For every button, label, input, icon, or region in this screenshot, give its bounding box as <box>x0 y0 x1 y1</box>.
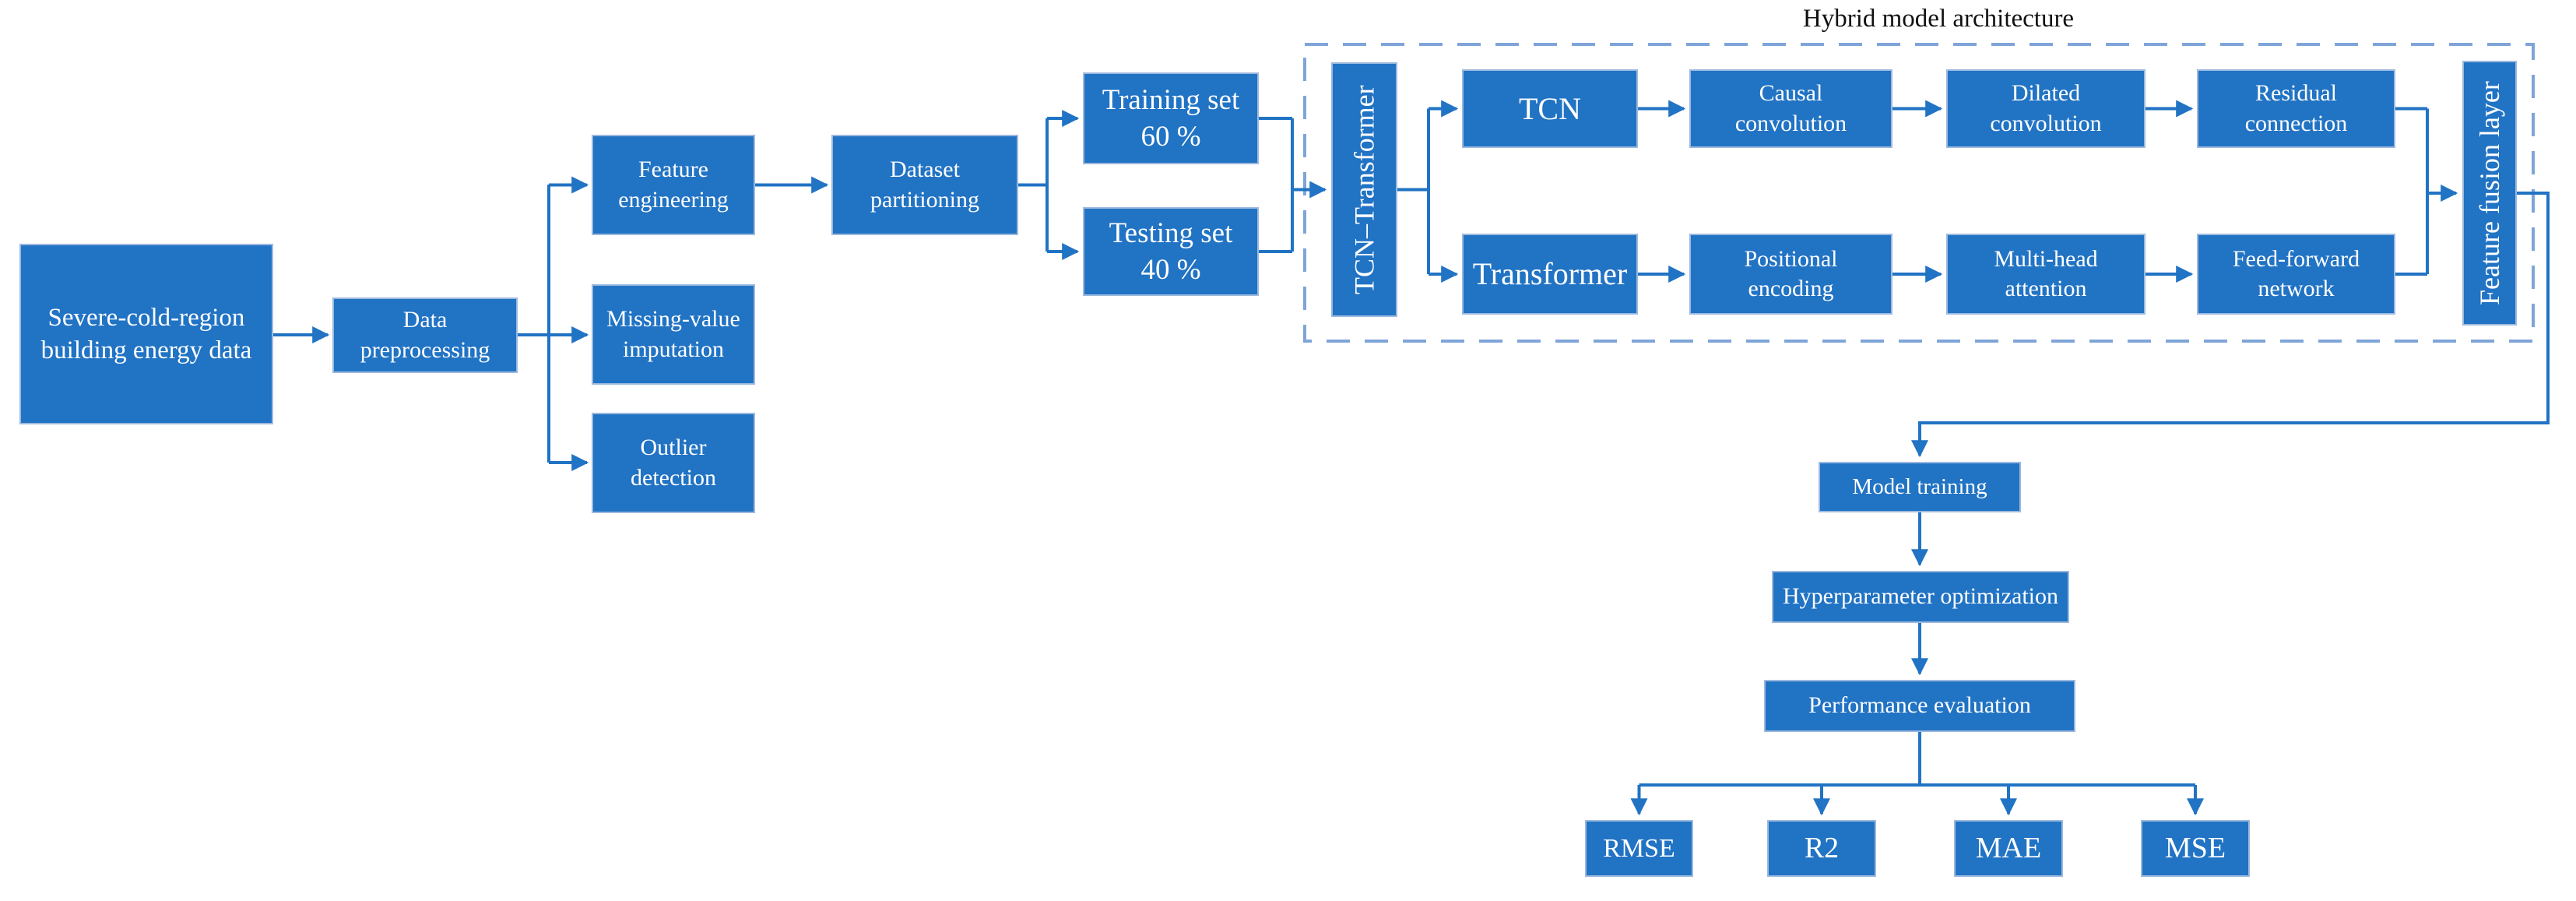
node-model-training: Model training <box>1819 462 2021 512</box>
node-hyperparameter-optimization: Hyperparameter optimization <box>1772 571 2069 623</box>
node-residual-connection: Residual connection <box>2197 69 2395 148</box>
node-data-preprocessing: Data preprocessing <box>332 297 518 373</box>
connector-fusion-modeltraining <box>1911 192 2550 458</box>
node-transformer: Transformer <box>1462 234 1638 315</box>
node-testing-set: Testing set 40 % <box>1083 207 1259 296</box>
node-performance-evaluation: Performance evaluation <box>1764 680 2075 732</box>
node-feature-engineering: Feature engineering <box>592 135 755 235</box>
node-metric-r2: R2 <box>1767 820 1876 877</box>
node-metric-mae: MAE <box>1954 820 2063 877</box>
node-dataset-partitioning: Dataset partitioning <box>831 135 1018 235</box>
node-tcn-transformer: TCN–Transformer <box>1331 62 1397 317</box>
node-positional-encoding: Positional encoding <box>1689 234 1892 315</box>
node-dilated-convolution: Dilated convolution <box>1946 69 2145 148</box>
node-feed-forward-network: Feed-forward network <box>2197 234 2395 315</box>
node-missing-value-imputation: Missing-value imputation <box>592 284 755 385</box>
node-feature-fusion-layer: Feature fusion layer <box>2462 61 2517 326</box>
hybrid-architecture-title: Hybrid model architecture <box>1802 5 2075 33</box>
node-tcn: TCN <box>1462 69 1638 148</box>
node-metric-mse: MSE <box>2141 820 2250 877</box>
node-training-set: Training set 60 % <box>1083 72 1259 164</box>
node-metric-rmse: RMSE <box>1585 820 1693 877</box>
node-causal-convolution: Causal convolution <box>1689 69 1892 148</box>
node-outlier-detection: Outlier detection <box>592 413 755 513</box>
node-source-data: Severe-cold-region building energy data <box>19 244 273 424</box>
node-multi-head-attention: Multi-head attention <box>1946 234 2145 315</box>
